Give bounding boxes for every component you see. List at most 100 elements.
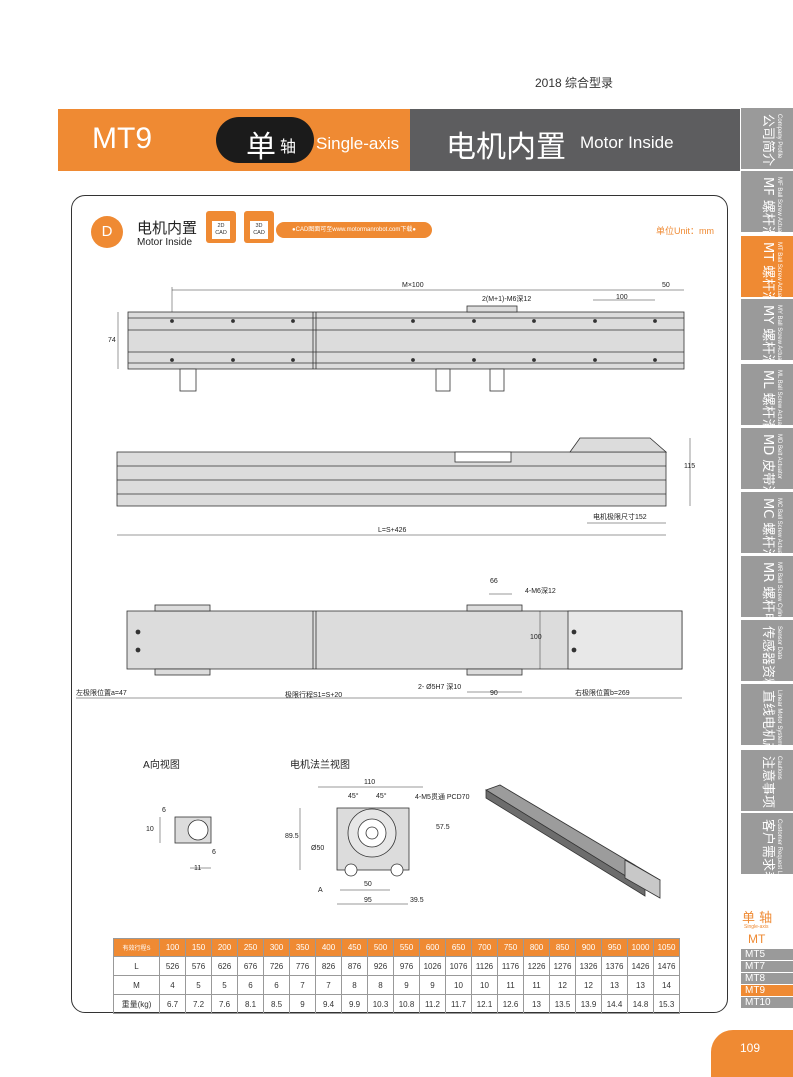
table-cell: 10.8 <box>393 994 420 1014</box>
table-cell: 11.2 <box>419 994 446 1014</box>
table-cell: 876 <box>341 956 368 976</box>
table-cell: 9 <box>289 994 316 1014</box>
dim-f-89: 89.5 <box>285 833 299 840</box>
cad-3d-label: 3D CAD <box>250 221 268 239</box>
table-cell: 10 <box>471 975 498 995</box>
table-cell: 9 <box>393 975 420 995</box>
model-item-mt9[interactable]: MT9 <box>741 985 793 996</box>
table-cell: 526 <box>159 956 186 976</box>
table-cell: 14.8 <box>627 994 654 1014</box>
view-a-drawing <box>159 816 212 869</box>
row-label: L <box>113 956 160 976</box>
dim-end-50: 50 <box>662 282 670 289</box>
row-label: 重量(kg) <box>113 994 160 1014</box>
dim-f-a: A <box>318 887 323 894</box>
page-number-tab <box>711 1030 793 1077</box>
header-stroke-cell: 500 <box>367 938 394 957</box>
table-cell: 8.5 <box>263 994 290 1014</box>
side-tab-cn: MC 螺杆滑台 <box>760 498 775 553</box>
table-cell: 6.7 <box>159 994 186 1014</box>
cad-2d-icon[interactable]: 2D CAD <box>206 211 236 243</box>
dim-a-6b: 6 <box>212 849 216 856</box>
table-cell: 626 <box>211 956 238 976</box>
side-tab-cn: 客户需求表 <box>760 819 775 874</box>
header-stroke-cell: 700 <box>471 938 498 957</box>
table-cell: 976 <box>393 956 420 976</box>
side-tab-en: MD Belt Actuator <box>776 434 782 480</box>
side-tab-en: MC Ball Screw Actuator <box>776 498 782 553</box>
header-stroke-cell: 150 <box>185 938 212 957</box>
cad-3d-icon[interactable]: 3D CAD <box>244 211 274 243</box>
model-item-mt5[interactable]: MT5 <box>741 949 793 960</box>
side-tab-en: ML Ball Screw Actuator <box>776 370 782 425</box>
side-tab-en: MT Ball Screw Actuator <box>776 242 782 297</box>
side-tab-cn: 传感器资料 <box>760 626 775 681</box>
header-stroke-cell: 200 <box>211 938 238 957</box>
dim-hole-m6: 2(M+1)-M6深12 <box>482 296 532 303</box>
dim-f-95: 95 <box>364 897 372 904</box>
table-cell: 7.6 <box>211 994 238 1014</box>
dim-f-45a: 45° <box>348 793 359 800</box>
page-number: 109 <box>740 1041 761 1055</box>
model-item-mt8[interactable]: MT8 <box>741 973 793 984</box>
model-item-mt10[interactable]: MT10 <box>741 997 793 1008</box>
motor-inside-en: Motor Inside <box>580 133 674 152</box>
row-label: M <box>113 975 160 995</box>
dim-f-m5: 4-M5贯通 PCD70 <box>415 794 470 801</box>
header-stroke-label: 有效行程S <box>113 938 160 957</box>
cad-download-link[interactable]: ●CAD图面可至www.motormanrobot.com下载● <box>276 222 432 238</box>
side-tab-en: MR Ball Screw Cylinder <box>776 562 782 617</box>
header-stroke-cell: 900 <box>575 938 602 957</box>
dim-w90: 90 <box>490 690 498 697</box>
table-cell: 11.7 <box>445 994 472 1014</box>
table-cell: 5 <box>211 975 238 995</box>
dim-f-d50: Ø50 <box>311 845 325 852</box>
header-stroke-cell: 1000 <box>627 938 654 957</box>
product-iso-image <box>485 784 661 899</box>
table-cell: 9.4 <box>315 994 342 1014</box>
single-axis-pill: 单 轴 <box>216 117 314 165</box>
side-tab-cn: MT 螺杆滑台 <box>760 242 775 297</box>
side-tab-cn: MR 螺杆电缸 <box>760 562 775 617</box>
header-stroke-cell: 1050 <box>653 938 680 957</box>
header-stroke-cell: 400 <box>315 938 342 957</box>
cad-2d-label: 2D CAD <box>212 221 230 239</box>
table-cell: 13 <box>601 975 628 995</box>
table-cell: 10 <box>445 975 472 995</box>
side-view-drawing <box>116 437 691 536</box>
table-cell: 1326 <box>575 956 602 976</box>
side-tab-en: MF Ball Screw Actuator <box>776 177 782 232</box>
table-cell: 1076 <box>445 956 472 976</box>
table-cell: 6 <box>263 975 290 995</box>
flange-view-title: 电机法兰视图 <box>290 760 350 771</box>
table-cell: 4 <box>159 975 186 995</box>
side-tab-cn: 直线电机产品 <box>760 690 775 745</box>
dim-m6-depth: 4-M6深12 <box>525 588 556 595</box>
model-item-mt7[interactable]: MT7 <box>741 961 793 972</box>
header-stroke-cell: 850 <box>549 938 576 957</box>
table-cell: 12.1 <box>471 994 498 1014</box>
